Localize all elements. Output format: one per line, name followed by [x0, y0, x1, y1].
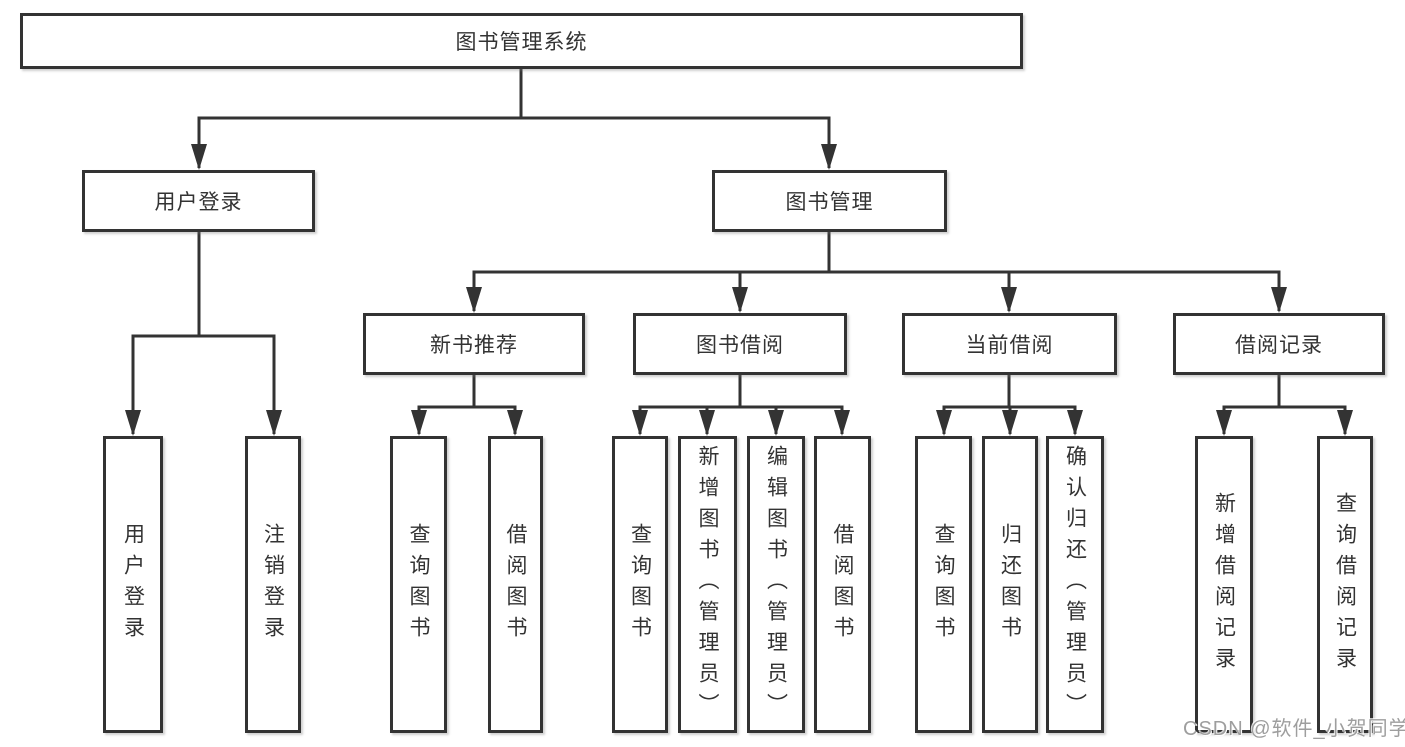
node-add-book-admin: 新增图书（管理员） [678, 436, 737, 733]
node-add-borrow-record: 新增借阅记录 [1195, 436, 1253, 733]
node-label: 查询图书 [932, 522, 955, 647]
node-edit-book-admin: 编辑图书（管理员） [747, 436, 805, 733]
node-label: 借阅记录 [1235, 334, 1323, 357]
csdn-watermark: CSDN @软件_小贺同学 [1183, 718, 1405, 740]
node-borrowing-records: 借阅记录 [1173, 313, 1385, 375]
node-label: 归还图书 [998, 522, 1022, 647]
node-label: 用户登录 [121, 522, 145, 647]
node-return-book: 归还图书 [982, 436, 1038, 733]
node-label: 查询借阅记录 [1333, 491, 1357, 678]
node-book-management-module: 图书管理 [712, 170, 947, 232]
node-query-books-borrowing: 查询图书 [612, 436, 668, 733]
node-label: 注销登录 [261, 522, 285, 647]
node-label: 当前借阅 [965, 334, 1054, 357]
node-label: 借阅图书 [831, 522, 854, 647]
node-label: 新增图书（管理员） [696, 445, 719, 724]
node-new-book-recommendation: 新书推荐 [363, 313, 585, 375]
node-label: 图书管理 [785, 191, 874, 214]
arrowheads [125, 144, 1353, 436]
node-confirm-return-admin: 确认归还（管理员） [1046, 436, 1104, 733]
node-library-management-system: 图书管理系统 [20, 13, 1023, 69]
node-label: 编辑图书（管理员） [764, 445, 788, 724]
node-query-books-recommend: 查询图书 [390, 436, 447, 733]
node-label: 借阅图书 [504, 522, 527, 647]
node-label: 图书借阅 [696, 334, 784, 357]
node-borrow-books-recommend: 借阅图书 [488, 436, 543, 733]
node-query-borrow-record: 查询借阅记录 [1317, 436, 1373, 733]
node-label: 确认归还（管理员） [1063, 445, 1087, 724]
node-user-login-module: 用户登录 [82, 170, 315, 232]
node-logout: 注销登录 [245, 436, 301, 733]
node-label: 用户登录 [154, 191, 243, 214]
node-label: 图书管理系统 [455, 31, 588, 54]
node-label: 查询图书 [628, 522, 652, 647]
node-query-books-current: 查询图书 [915, 436, 972, 733]
node-user-login: 用户登录 [103, 436, 163, 733]
node-current-borrowing: 当前借阅 [902, 313, 1117, 375]
node-label: 新增借阅记录 [1212, 491, 1236, 678]
node-label: 查询图书 [407, 522, 430, 647]
node-label: 新书推荐 [430, 334, 518, 357]
node-book-borrowing: 图书借阅 [633, 313, 847, 375]
node-borrow-books: 借阅图书 [814, 436, 871, 733]
